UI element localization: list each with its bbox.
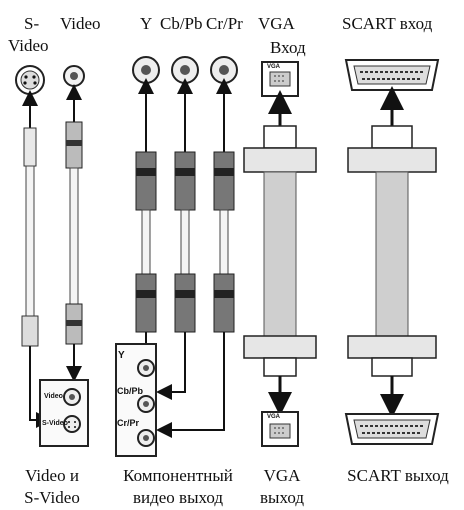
vga-output-port-text: VGA (267, 414, 281, 420)
header-y: Y (140, 14, 153, 33)
vga-input-port-text: VGA (267, 64, 281, 70)
header-cbpb: Cb/Pb (160, 14, 203, 33)
header-vga-input: Вход (270, 38, 306, 57)
svideo-cable (21, 90, 52, 428)
header-crpr: Cr/Pr (206, 14, 243, 33)
panel-label-y: Y (118, 350, 125, 361)
component-cables (135, 78, 235, 438)
footer-video-svideo-line2: S-Video (24, 488, 80, 507)
scart-cable (347, 86, 437, 418)
scart-input-connector (344, 59, 440, 91)
video-svideo-output-panel (39, 379, 89, 447)
footer-scart-output: SCART выход (347, 466, 449, 485)
component-output-panel (115, 343, 157, 457)
footer-component-line1: Компонентный (123, 466, 233, 485)
panel-label-crpr: Cr/Pr (117, 418, 140, 428)
footer-component-line2: видео выход (132, 488, 224, 507)
panel-label-svideo: S-Video (42, 420, 68, 427)
panel-label-video: Video (44, 393, 63, 400)
header-svideo-line2: Video (8, 36, 49, 55)
footer-vga-line2: выход (260, 488, 304, 507)
svideo-input-connector (15, 65, 45, 95)
vga-cable (243, 90, 317, 416)
video-cable (65, 84, 83, 382)
header-scart-input: SCART вход (342, 14, 433, 33)
vga-output-port (261, 411, 299, 447)
component-input-jacks (132, 56, 238, 84)
video-input-jack (63, 65, 85, 87)
footer-video-svideo-line1: Video и (25, 466, 79, 485)
header-video: Video (60, 14, 101, 33)
scart-output-connector (344, 413, 440, 445)
header-svideo-line1: S- (24, 14, 40, 33)
footer-vga-line1: VGA (263, 466, 301, 485)
panel-label-cbpb: Cb/Pb (117, 386, 143, 396)
header-vga: VGA (258, 14, 295, 33)
